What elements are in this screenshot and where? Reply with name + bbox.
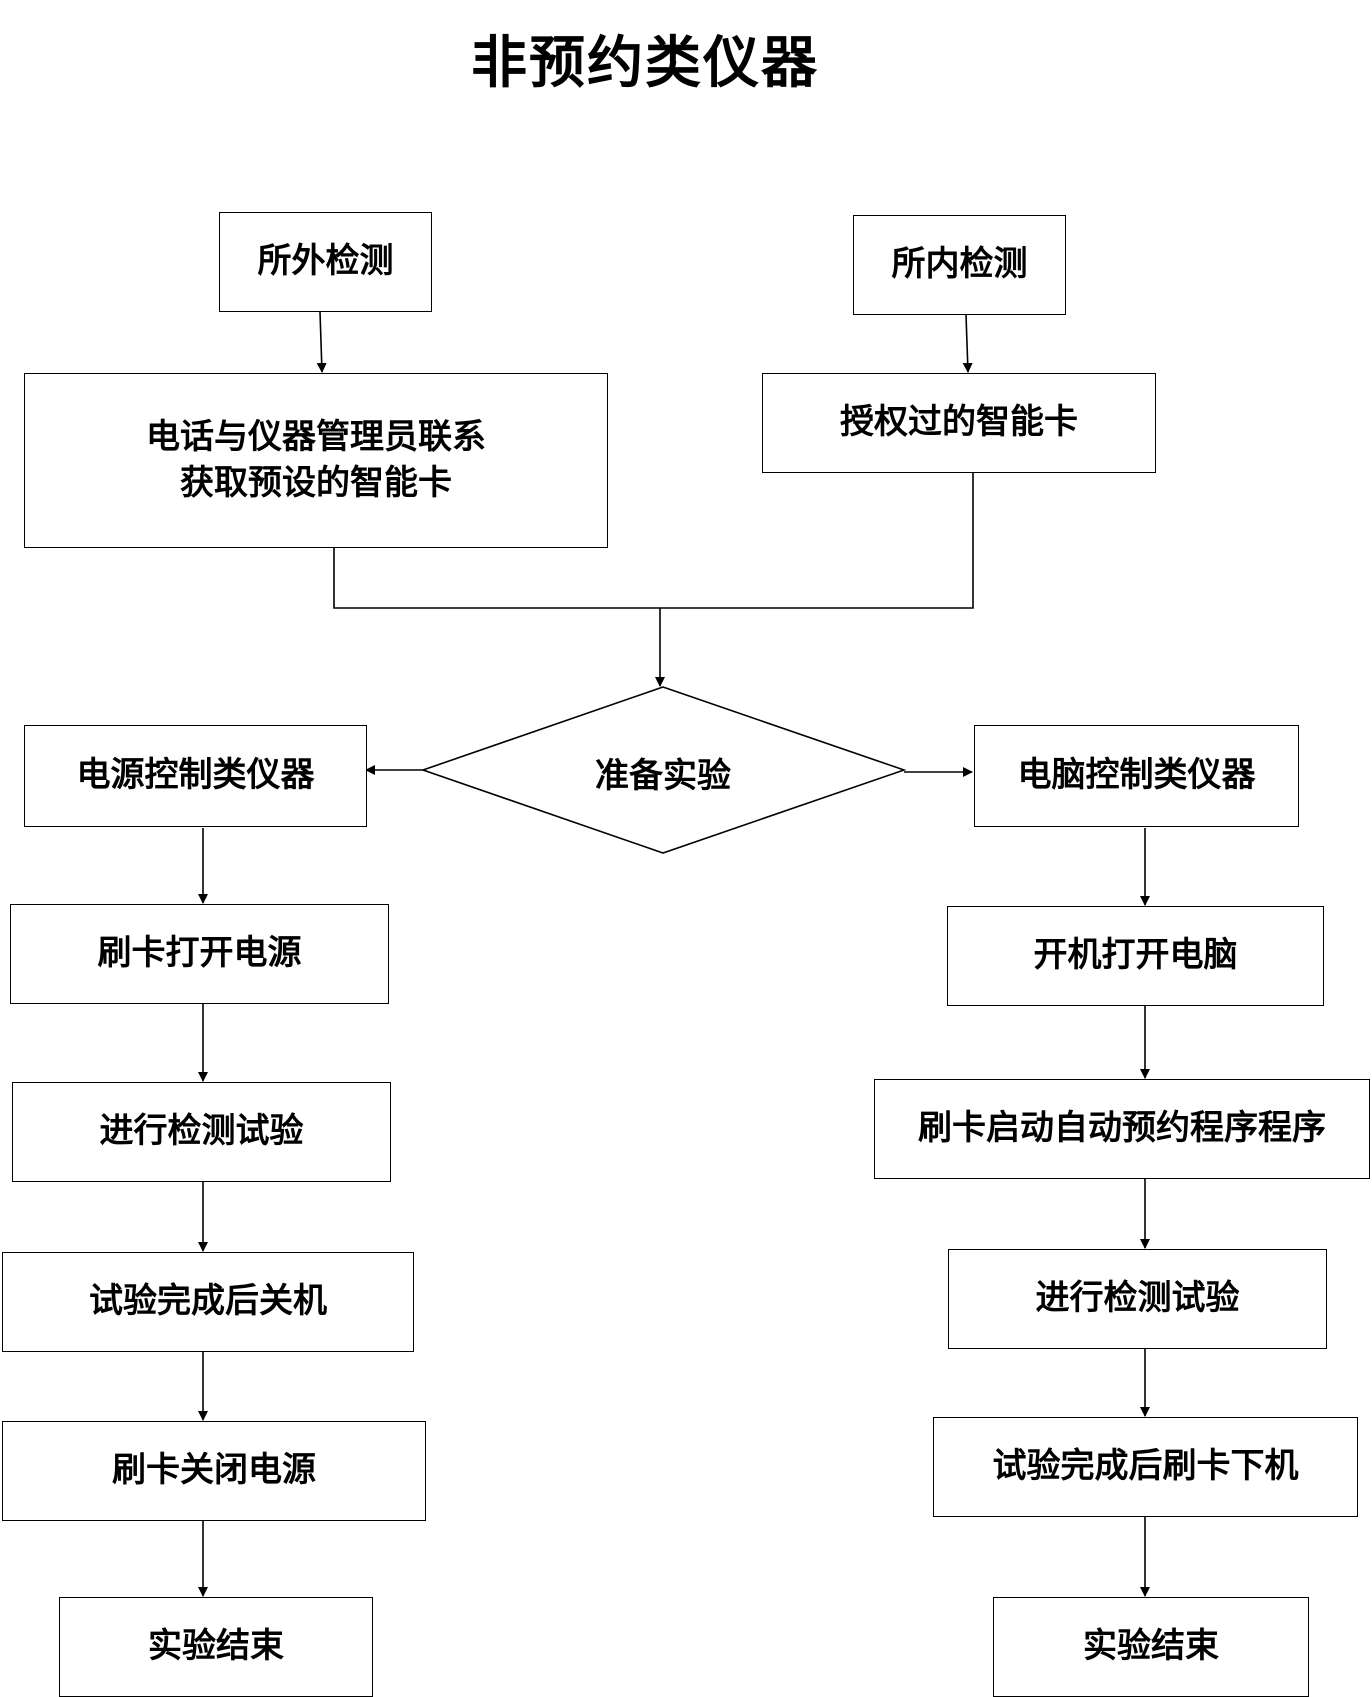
node-inside-test: 所内检测 (853, 215, 1066, 315)
node-power-controlled-label: 电源控制类仪器 (76, 755, 315, 796)
left-step-3-label: 试验完成后关机 (89, 1281, 327, 1322)
decision-diamond (420, 686, 907, 854)
right-step-1-label: 开机打开电脑 (1033, 935, 1238, 976)
node-prepare-label: 准备实验 (595, 756, 731, 796)
node-phone-contact: 电话与仪器管理员联系 获取预设的智能卡 (24, 373, 608, 548)
node-authorized-card: 授权过的智能卡 (762, 373, 1156, 473)
right-step-swipe-logoff: 试验完成后刷卡下机 (933, 1417, 1358, 1517)
left-step-end: 实验结束 (59, 1597, 373, 1697)
node-phone-contact-line2: 获取预设的智能卡 (180, 462, 452, 503)
node-phone-contact-line1: 电话与仪器管理员联系 (146, 416, 486, 457)
left-step-swipe-power-on: 刷卡打开电源 (10, 904, 389, 1004)
right-step-run-test: 进行检测试验 (948, 1249, 1327, 1349)
right-step-boot-pc: 开机打开电脑 (947, 906, 1324, 1006)
left-step-run-test: 进行检测试验 (12, 1082, 391, 1182)
left-step-5-label: 实验结束 (148, 1626, 284, 1667)
right-step-2-label: 刷卡启动自动预约程序程序 (918, 1108, 1326, 1149)
left-step-1-label: 刷卡打开电源 (97, 933, 302, 974)
left-step-2-label: 进行检测试验 (99, 1111, 304, 1152)
node-outside-label: 所外检测 (257, 241, 394, 282)
right-step-end: 实验结束 (993, 1597, 1309, 1697)
left-step-4-label: 刷卡关闭电源 (112, 1450, 316, 1491)
node-inside-label: 所内检测 (891, 244, 1028, 285)
node-power-controlled: 电源控制类仪器 (24, 725, 367, 827)
right-step-start-program: 刷卡启动自动预约程序程序 (874, 1079, 1370, 1179)
right-step-4-label: 试验完成后刷卡下机 (992, 1446, 1299, 1487)
left-step-swipe-power-off: 刷卡关闭电源 (2, 1421, 426, 1521)
node-pc-controlled: 电脑控制类仪器 (974, 725, 1299, 827)
arrow-outside-to-phone (316, 311, 327, 373)
diagram-title: 非预约类仪器 (471, 31, 819, 96)
node-pc-controlled-label: 电脑控制类仪器 (1017, 755, 1256, 796)
merge-line (333, 470, 974, 609)
right-step-3-label: 进行检测试验 (1035, 1278, 1240, 1319)
left-step-shutdown: 试验完成后关机 (2, 1252, 414, 1352)
node-outside-test: 所外检测 (219, 212, 432, 312)
right-step-5-label: 实验结束 (1083, 1626, 1219, 1667)
arrow-inside-to-card (962, 314, 973, 373)
node-authorized-card-label: 授权过的智能卡 (840, 402, 1078, 443)
